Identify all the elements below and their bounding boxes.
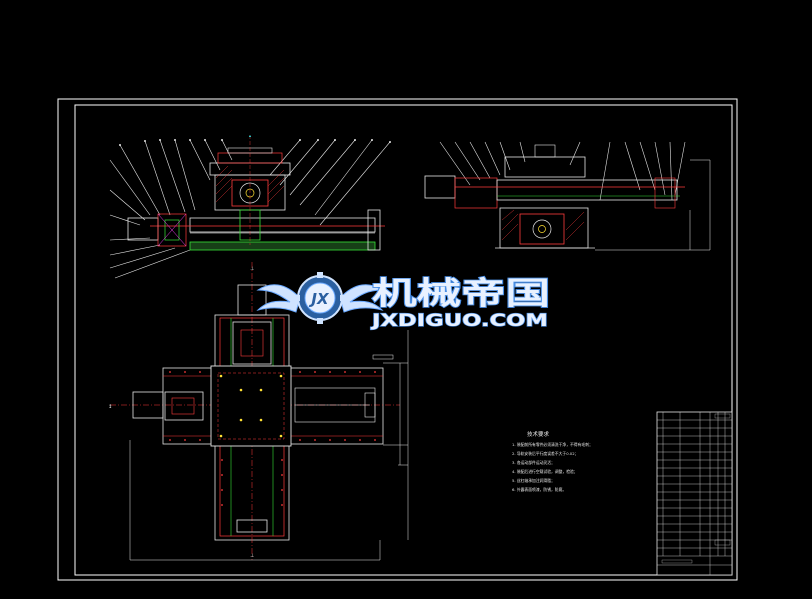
wings-logo-icon: JX <box>256 272 384 324</box>
watermark: JX 机械帝国 JXDIGUO.COM <box>256 272 551 332</box>
technical-notes: 技术要求 1. 装配前所有零件必须清洗干净，不得有毛刺； 2. 导轨安装后平行度… <box>512 430 593 492</box>
plan-view: ↕ ⊥ ⊥ <box>108 262 409 561</box>
svg-text:▴: ▴ <box>249 133 251 138</box>
notes-item: 6. 外露表面喷漆，防锈，防腐。 <box>512 487 566 492</box>
svg-text:↕: ↕ <box>108 404 112 410</box>
notes-item: 5. 丝杠轴承加注润滑脂； <box>512 478 555 483</box>
side-section-view <box>424 141 711 251</box>
title-block <box>656 411 733 576</box>
notes-item: 2. 导轨安装后平行度误差不大于0.02； <box>512 451 578 456</box>
sheet-outer-frame <box>57 98 738 581</box>
svg-text:⊥: ⊥ <box>250 266 254 272</box>
notes-item: 4. 装配后进行空载试验，调整，检验； <box>512 469 578 474</box>
brand-english: JXDIGUO.COM <box>371 311 548 331</box>
brand-chinese: 机械帝国 <box>372 276 550 312</box>
svg-text:⊥: ⊥ <box>250 553 254 559</box>
notes-item: 3. 各运动部件运动灵活； <box>512 460 555 465</box>
notes-title: 技术要求 <box>527 430 550 438</box>
logo-letters: JX <box>308 290 330 308</box>
front-section-view: ▴ <box>109 133 391 279</box>
notes-item: 1. 装配前所有零件必须清洗干净，不得有毛刺； <box>512 442 593 447</box>
sheet-inner-frame <box>74 104 733 576</box>
